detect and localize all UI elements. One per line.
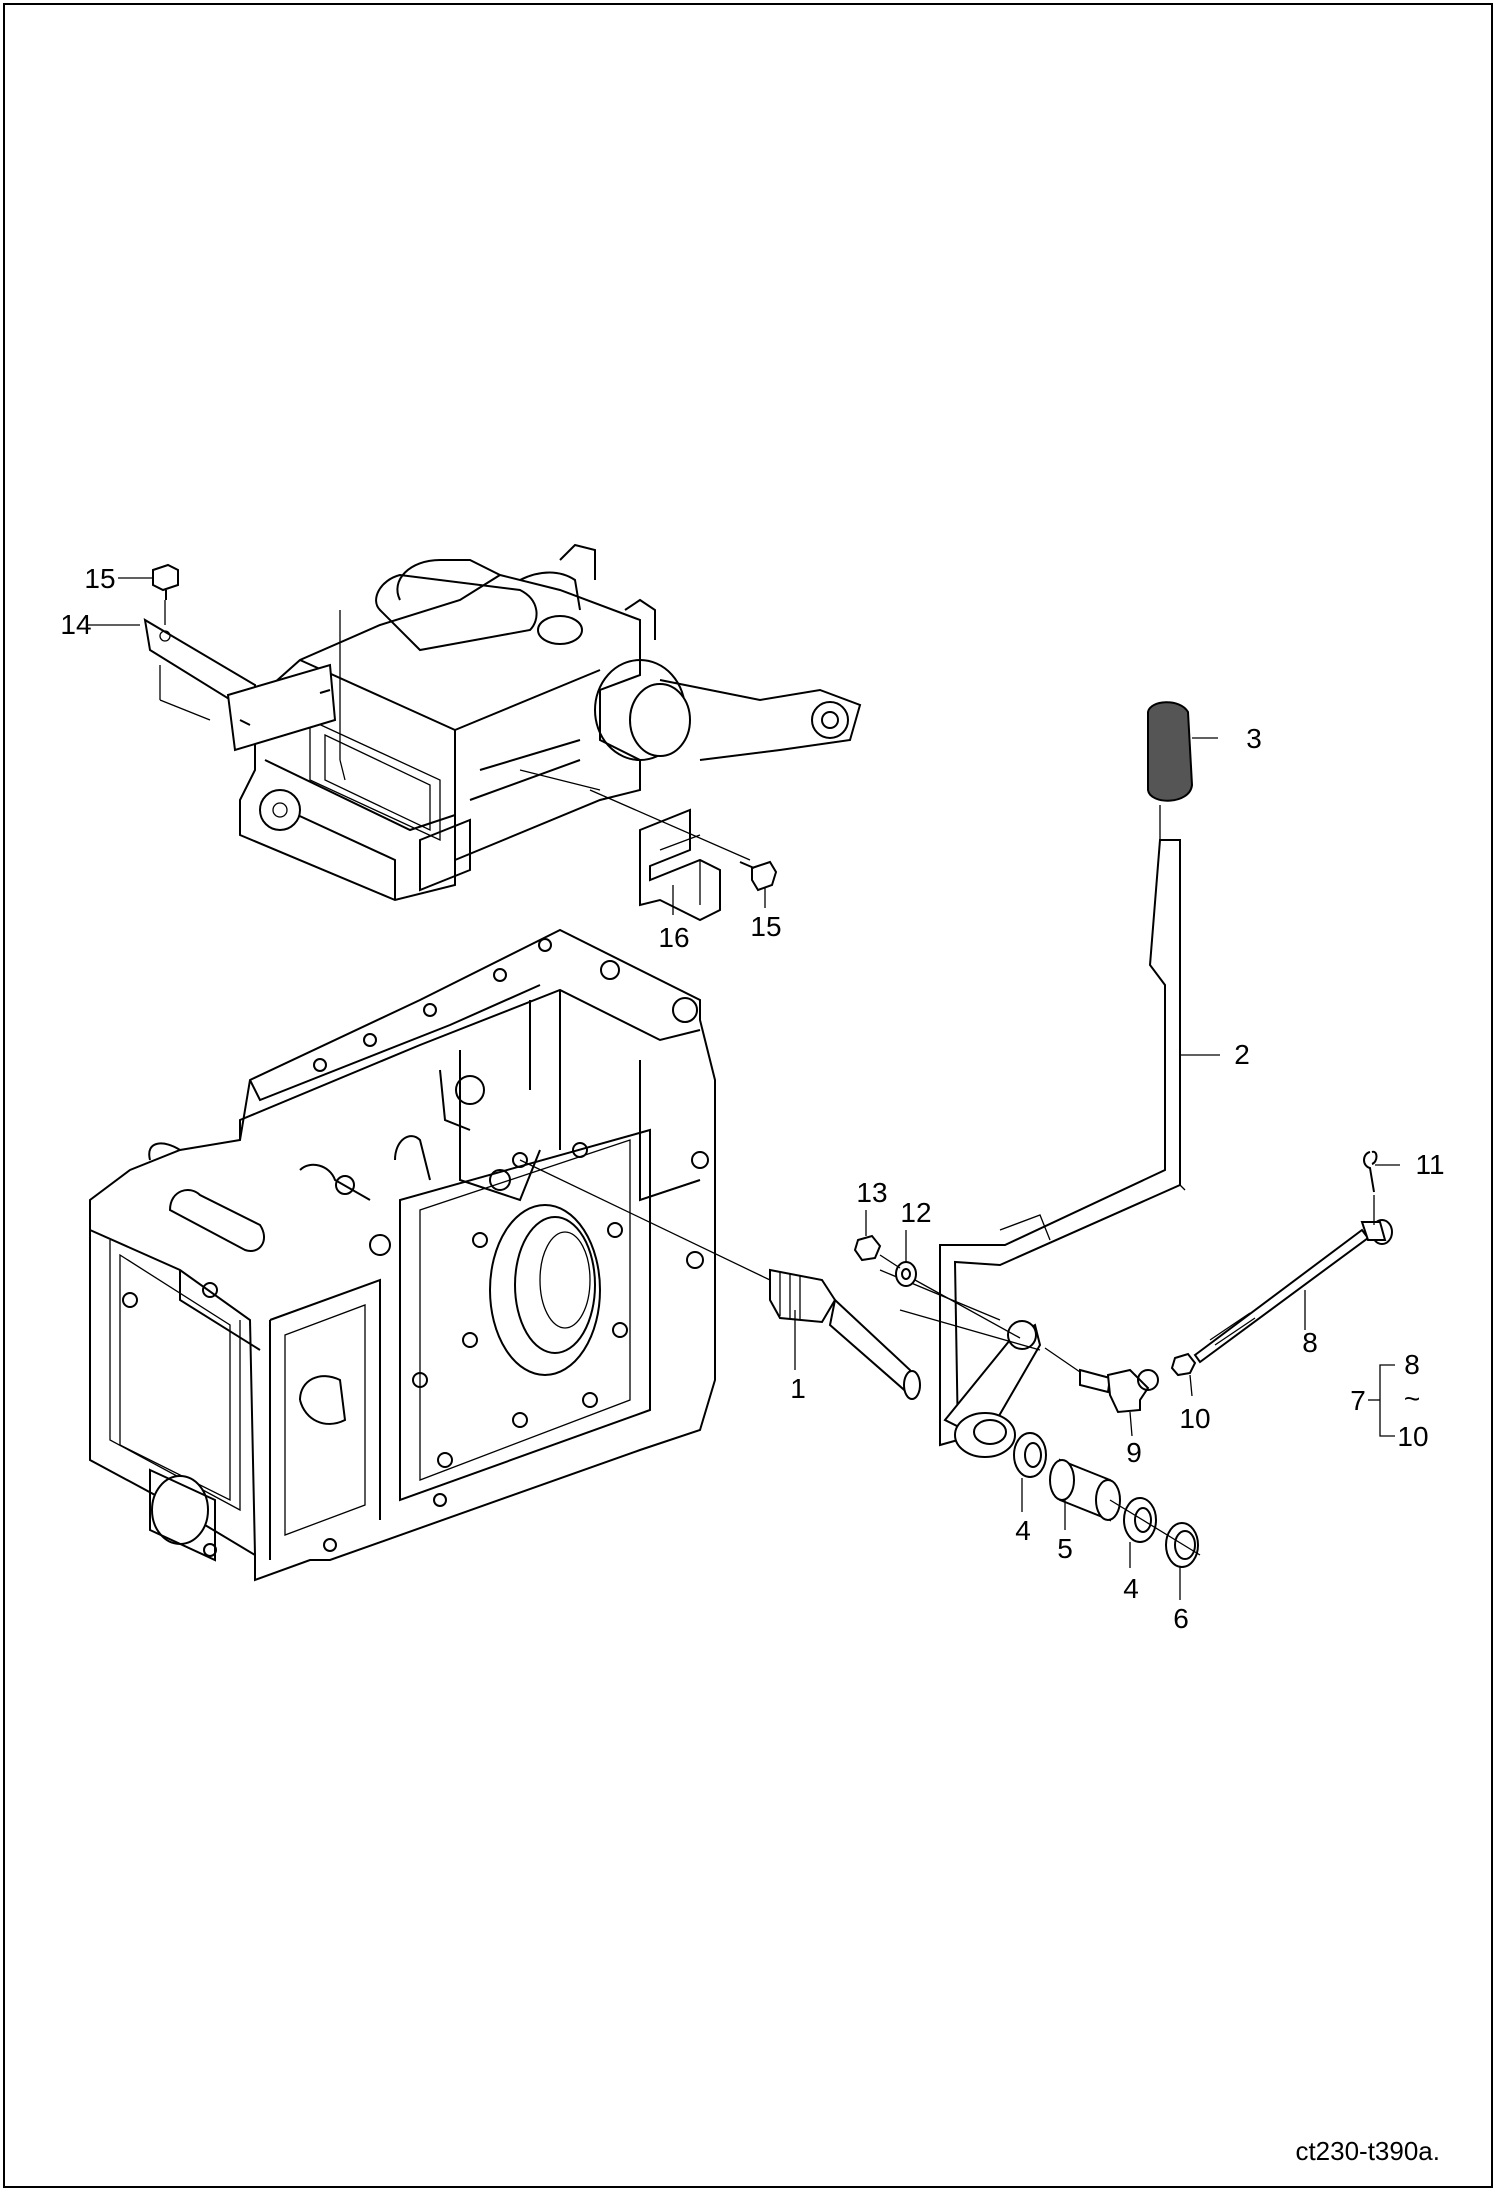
- callout-15-lower: 15: [750, 911, 781, 942]
- callout-8: 8: [1302, 1327, 1318, 1358]
- callout-6: 6: [1173, 1603, 1189, 1634]
- callout-12: 12: [900, 1197, 931, 1228]
- washer-4a: [1013, 1432, 1047, 1478]
- lever-2: [939, 839, 1186, 1447]
- callout-13: 13: [856, 1177, 887, 1208]
- ball-joint-9: [1079, 1368, 1159, 1414]
- callout-14: 14: [60, 609, 91, 640]
- callout-tilde: ~: [1404, 1383, 1420, 1414]
- callout-8-range: 8: [1404, 1349, 1420, 1380]
- callout-3: 3: [1246, 723, 1262, 754]
- snap-ring-6: [1109, 1499, 1201, 1568]
- callout-2: 2: [1234, 1039, 1250, 1070]
- hydraulic-lift-housing: [239, 543, 862, 902]
- rod-8: [1193, 1219, 1393, 1364]
- callout-labels: 1 2 3 4 5 4 6 7 8 8 ~ 10 9 10 11 12 13 1…: [60, 563, 1444, 1634]
- bushing-5: [1049, 1458, 1121, 1522]
- callout-16: 16: [658, 922, 689, 953]
- drawing-frame: [3, 3, 1493, 2188]
- pin-11: [1363, 1150, 1378, 1225]
- callout-11: 11: [1415, 1149, 1444, 1180]
- callout-10: 10: [1179, 1403, 1210, 1434]
- lever-arm: [879, 1269, 1042, 1458]
- callout-7: 7: [1350, 1385, 1366, 1416]
- callout-15-upper: 15: [84, 563, 115, 594]
- nut-13-washer-12: [853, 1234, 1081, 1373]
- callout-4a: 4: [1015, 1515, 1031, 1546]
- callout-9: 9: [1126, 1437, 1142, 1468]
- callout-5: 5: [1057, 1533, 1073, 1564]
- knob-3: [1147, 701, 1194, 840]
- bracket-16: [639, 808, 721, 922]
- callout-4b: 4: [1123, 1573, 1139, 1604]
- bolt-15-upper: [152, 563, 179, 600]
- bolt-15-lower: [589, 789, 778, 892]
- transmission-case: [89, 928, 716, 1582]
- callout-1: 1: [790, 1373, 806, 1404]
- cover-plate-14: [143, 600, 346, 781]
- nut-10: [1170, 1352, 1197, 1377]
- leader-lines: [88, 577, 1400, 1600]
- callout-10-range: 10: [1397, 1421, 1428, 1452]
- shaft-1: [519, 1159, 921, 1400]
- washer-4b: [1123, 1497, 1157, 1543]
- drawing-code: ct230-t390a.: [1295, 2136, 1440, 2166]
